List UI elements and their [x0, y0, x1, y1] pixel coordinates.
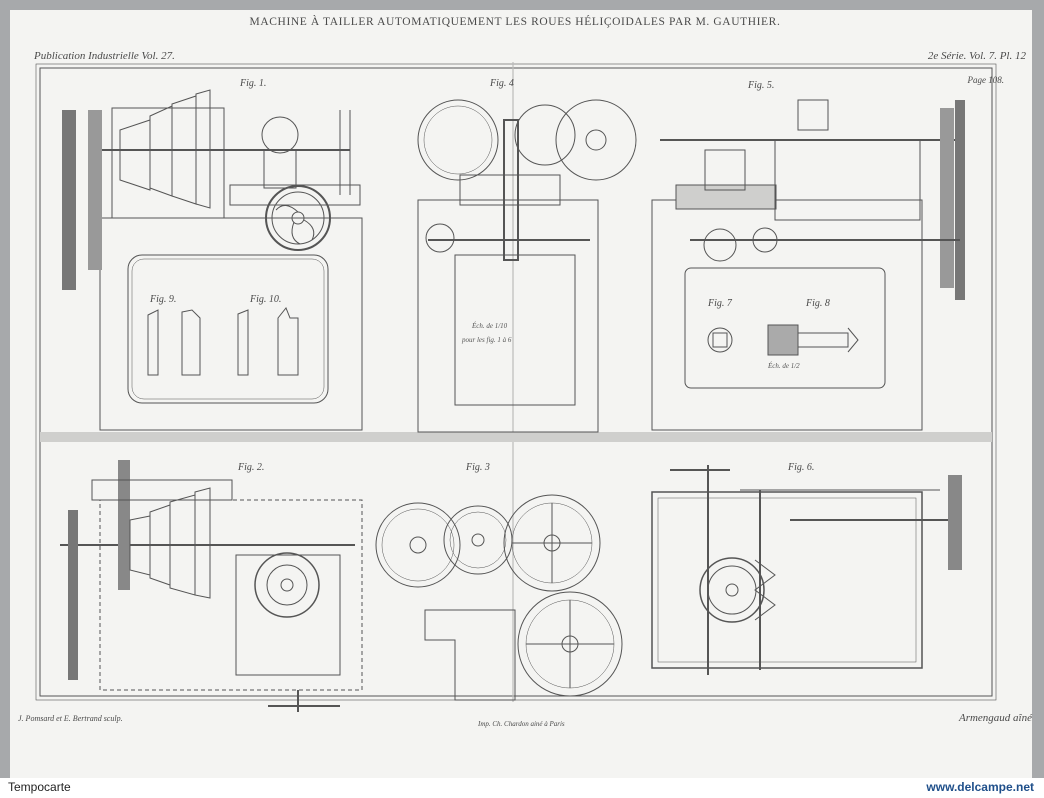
fig-3-label: Fig. 3: [466, 462, 490, 473]
page-label: Page 108.: [967, 75, 1005, 85]
fig-9-label: Fig. 9.: [150, 294, 177, 305]
engravers-credit: J. Pomsard et E. Bertrand sculp.: [18, 714, 123, 723]
artist-credit: Armengaud aîné: [958, 712, 1032, 724]
plate-frame-outer: [35, 63, 997, 701]
printer-credit: Imp. Ch. Chardon ainé à Paris: [478, 720, 565, 728]
figure-6-drawing: [651, 465, 962, 675]
fig-6-label: Fig. 6.: [788, 462, 815, 473]
fig-2-label: Fig. 2.: [238, 462, 265, 473]
figure-7-8-parts: [707, 324, 859, 356]
ground-band: [40, 432, 992, 442]
site-watermark: www.delcampe.net: [926, 780, 1034, 794]
scale-note: Éch. de 1/10: [472, 322, 508, 330]
figure-3-drawing: [375, 494, 623, 701]
fig-10-label: Fig. 10.: [250, 294, 282, 305]
fig-5-label: Fig. 5.: [748, 80, 775, 91]
figure-2-drawing: [60, 460, 363, 712]
footer-bar: Tempocarte www.delcampe.net: [0, 778, 1044, 798]
figure-5-drawing: [651, 99, 965, 431]
series-label: 2e Série. Vol. 7. Pl. 12: [927, 50, 1026, 62]
fig-4-label: Fig. 4: [490, 78, 514, 89]
figure-1-drawing: [62, 89, 363, 431]
fig-8-label: Fig. 8: [806, 298, 830, 309]
figure-9-10-tools: [147, 307, 299, 376]
plate-title: MACHINE À TAILLER AUTOMATIQUEMENT LES RO…: [249, 16, 781, 28]
plate-sheet: [10, 10, 1032, 778]
figure-4-drawing: [417, 99, 637, 433]
seller-name: Tempocarte: [8, 780, 71, 794]
scale-note-fig-8: Éch. de 1/2: [768, 362, 800, 370]
fig-1-label: Fig. 1.: [240, 78, 267, 89]
publication-label: Publication Industrielle Vol. 27.: [34, 50, 175, 62]
plate-frame: [39, 67, 993, 697]
scale-note-figures: pour les fig. 1 à 6: [462, 336, 512, 344]
fig-7-label: Fig. 7: [708, 298, 732, 309]
